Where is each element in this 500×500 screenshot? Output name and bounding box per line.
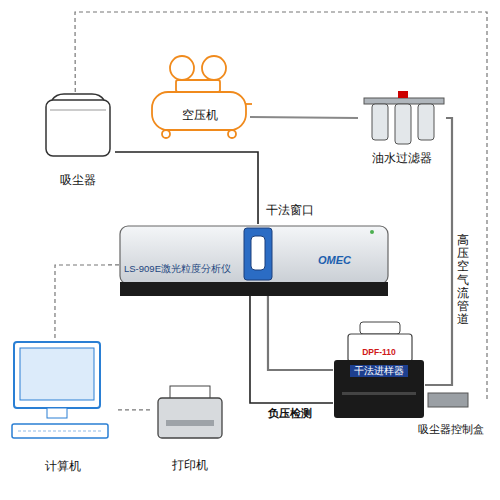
laser-particle-analyzer bbox=[120, 226, 388, 296]
vacuum-lid bbox=[52, 94, 104, 100]
power-lamp bbox=[370, 230, 374, 234]
node-label: 吸尘器控制盒 bbox=[418, 423, 484, 436]
vacuum-seam bbox=[50, 110, 106, 111]
analyzer-base bbox=[120, 282, 388, 296]
equipment-node: 空压机 bbox=[150, 52, 250, 137]
equipment-node: 吸尘器 bbox=[40, 92, 115, 192]
connector-line bbox=[250, 116, 358, 119]
vacuum-body bbox=[46, 100, 110, 156]
connector-line bbox=[118, 409, 150, 410]
equipment-node: 打印机 bbox=[150, 380, 230, 477]
filter-bowl bbox=[395, 104, 411, 144]
filter-manifold bbox=[364, 98, 444, 104]
connector-line bbox=[268, 296, 333, 370]
vacuum-cleaner bbox=[46, 94, 110, 156]
node-label: 打印机 bbox=[172, 459, 208, 473]
paper-slot bbox=[166, 420, 214, 426]
node-label: 干法进样器 bbox=[350, 365, 408, 377]
sampler-base bbox=[334, 360, 424, 418]
wheel bbox=[162, 130, 170, 138]
equipment-node: 吸尘器控制盒 bbox=[415, 392, 487, 438]
node-label: DPF-110 bbox=[362, 348, 396, 358]
printer-body bbox=[158, 398, 222, 438]
monitor-screen bbox=[20, 348, 94, 400]
sampler-housing bbox=[348, 334, 412, 362]
oil-water-filter bbox=[364, 91, 444, 144]
keyboard-keys bbox=[18, 431, 102, 432]
equipment-node: 油水过滤器 bbox=[358, 85, 446, 170]
filter-bowl bbox=[418, 104, 434, 140]
hopper bbox=[360, 322, 400, 334]
motor-right bbox=[202, 56, 226, 80]
connector-line bbox=[250, 296, 333, 403]
connector-line bbox=[55, 265, 120, 338]
connector-line bbox=[75, 12, 487, 400]
filter-gauge bbox=[398, 91, 408, 98]
keyboard bbox=[12, 424, 108, 438]
node-label: 油水过滤器 bbox=[372, 152, 432, 166]
node-label: 空压机 bbox=[182, 109, 218, 123]
tank-handle bbox=[246, 103, 252, 105]
dry-window-slot bbox=[251, 236, 265, 270]
motor-left bbox=[170, 56, 194, 80]
control-box bbox=[428, 393, 468, 407]
equipment-node: LS-909E激光粒度分析仪 OMEC bbox=[120, 224, 388, 296]
node-label: LS-909E激光粒度分析仪 bbox=[124, 264, 231, 275]
equipment-node: 计算机 bbox=[8, 338, 118, 478]
pipe-label: 高压空气流管道 bbox=[457, 234, 469, 326]
node-label: 计算机 bbox=[45, 460, 81, 474]
filter-bowl bbox=[372, 104, 388, 140]
air-tank bbox=[152, 92, 246, 130]
equipment-node: DPF-110 干法进样器 bbox=[333, 318, 425, 423]
dry-window bbox=[244, 228, 272, 280]
sampler-trim bbox=[342, 392, 416, 395]
connector-line bbox=[115, 152, 258, 224]
node-label: OMEC bbox=[318, 254, 351, 267]
monitor bbox=[14, 342, 100, 408]
air-compressor bbox=[152, 56, 252, 138]
motor-base bbox=[176, 80, 220, 92]
node-label: 吸尘器 bbox=[60, 174, 96, 188]
monitor-stand bbox=[47, 408, 67, 418]
dry-sampler bbox=[334, 322, 424, 418]
part-label: 干法窗口 bbox=[266, 204, 314, 218]
pipe-label: 负压检测 bbox=[268, 407, 312, 420]
analyzer-body bbox=[120, 226, 388, 284]
printer bbox=[158, 386, 222, 438]
wheel bbox=[228, 130, 236, 138]
computer bbox=[12, 342, 108, 438]
